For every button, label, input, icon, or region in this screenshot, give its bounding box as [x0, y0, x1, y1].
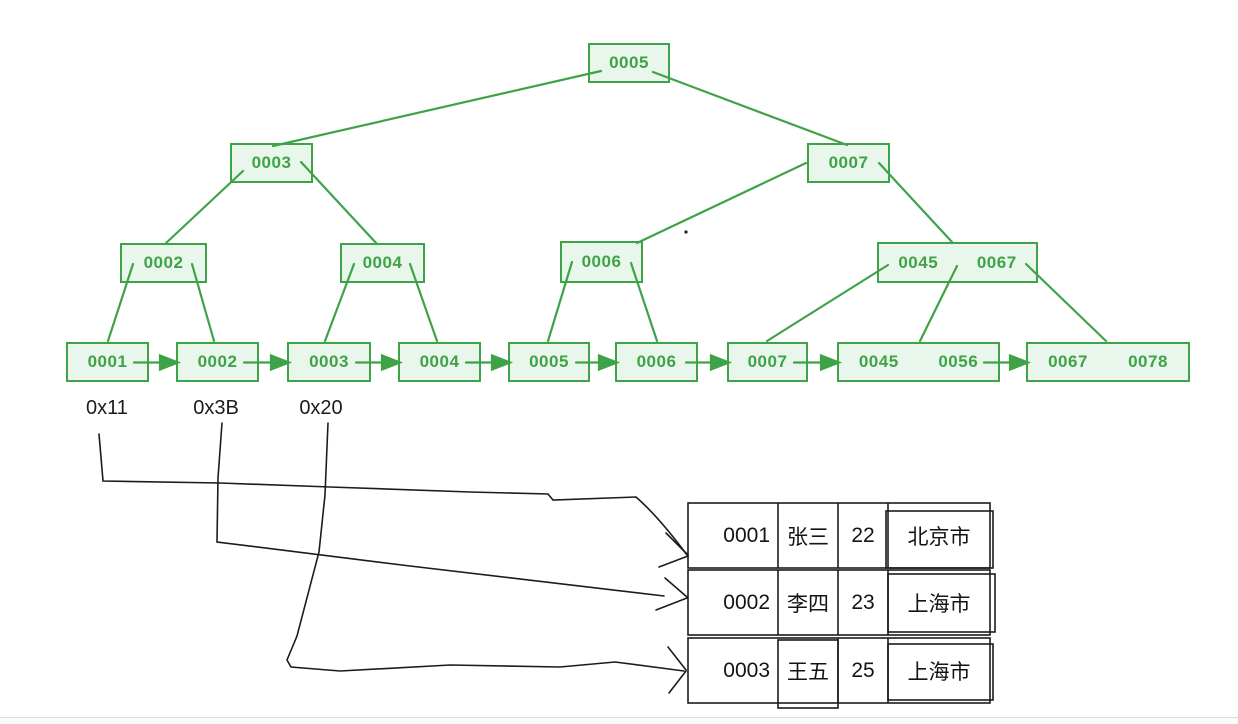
node-key: 0002 [197, 352, 238, 371]
internal-node-0003: 0003 [230, 143, 313, 183]
cell-age: 23 [851, 590, 875, 614]
node-key: 0004 [362, 253, 403, 272]
node-key: 0067 [976, 252, 1017, 272]
cell-city: 上海市 [907, 592, 971, 616]
node-key: 0007 [747, 352, 788, 371]
cell-name: 张三 [787, 525, 829, 549]
internal-node-0004: 0004 [340, 243, 425, 283]
node-key: 0004 [419, 352, 460, 371]
node-key: 0078 [1128, 352, 1168, 371]
cell-id: 0003 [723, 658, 770, 682]
window-bottom-edge [0, 717, 1238, 724]
cell-id: 0002 [723, 590, 770, 614]
internal-node-root: 0005 [588, 43, 670, 83]
cell-city: 上海市 [907, 660, 971, 684]
pointer-address-label-3: 0x20 [299, 397, 343, 419]
node-key: 0005 [529, 352, 569, 371]
internal-node-0006: 0006 [560, 241, 643, 283]
cell-id: 0001 [723, 523, 770, 547]
node-key: 0006 [581, 252, 622, 271]
leaf-node-0004: 0004 [398, 342, 481, 382]
node-key: 0056 [938, 352, 979, 371]
ink-dot [684, 230, 688, 234]
leaf-node-0005: 0005 [508, 342, 590, 382]
leaf-node-0007: 0007 [727, 342, 808, 382]
node-key: 0001 [87, 352, 128, 371]
cell-city: 北京市 [907, 525, 971, 549]
pointer-address-label-2: 0x3B [193, 397, 239, 419]
pointer-arrows [98, 422, 689, 694]
cell-age: 25 [851, 658, 875, 682]
internal-node-0002: 0002 [120, 243, 207, 283]
node-key: 0005 [609, 53, 649, 72]
tree-edges [106, 69, 1108, 343]
node-key: 0006 [636, 352, 677, 371]
node-key: 0067 [1048, 352, 1088, 371]
leaf-node-0045-0056: 0045 0056 [837, 342, 1000, 382]
cell-age: 22 [851, 523, 875, 547]
leaf-node-0001: 0001 [66, 342, 149, 382]
internal-node-0007: 0007 [807, 143, 890, 183]
node-key: 0003 [251, 153, 292, 172]
node-key: 0045 [858, 352, 899, 371]
leaf-node-0067-0078: 0067 0078 [1026, 342, 1190, 382]
leaf-node-0006: 0006 [615, 342, 698, 382]
node-key: 0045 [898, 252, 939, 272]
node-key: 0002 [143, 253, 184, 272]
leaf-node-0002: 0002 [176, 342, 259, 382]
pointer-address-label-1: 0x11 [86, 397, 128, 419]
internal-node-0045-0067: 0045 0067 [877, 242, 1038, 283]
node-key: 0003 [309, 352, 349, 371]
cell-name: 李四 [787, 592, 829, 616]
node-key: 0007 [828, 153, 869, 172]
cell-name: 王五 [787, 660, 829, 684]
leaf-node-0003: 0003 [287, 342, 371, 382]
